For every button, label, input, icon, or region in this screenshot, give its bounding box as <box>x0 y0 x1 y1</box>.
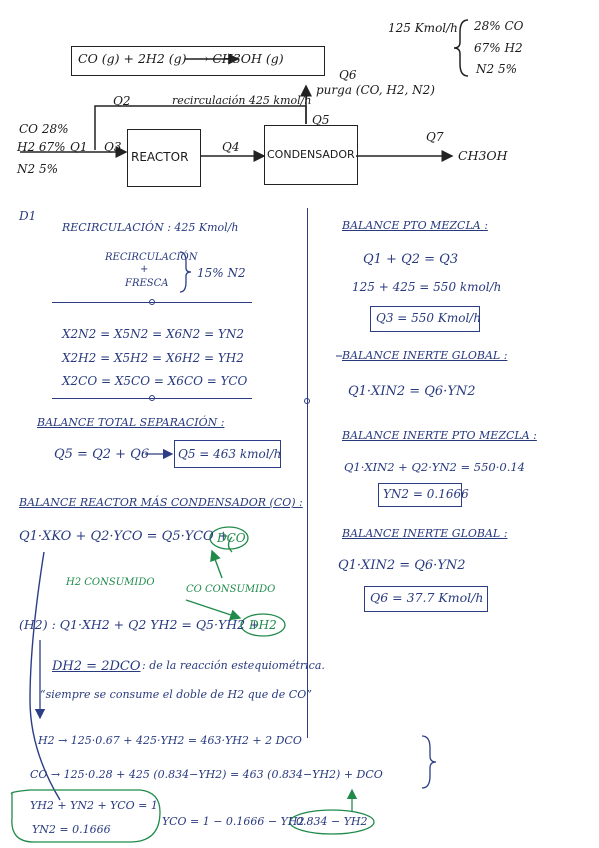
dco-term: DCO <box>217 531 246 545</box>
reactor-label: REACTOR <box>131 150 189 164</box>
stream-q4: Q4 <box>222 140 240 154</box>
dh2-term: DH2 <box>249 618 277 632</box>
h2-balance-eq: (H2) : Q1·XH2 + Q2 YH2 = Q5·YH2 + <box>19 617 260 632</box>
eq-yco: X2CO = X5CO = X6CO = YCO <box>62 374 248 388</box>
feed-n2-label: N2 5% <box>17 162 58 176</box>
column-divider <box>307 208 308 738</box>
q6-result: Q6 = 37.7 Kmol/h <box>370 590 484 605</box>
sys-sum: YH2 + YN2 + YCO = 1 <box>30 799 158 812</box>
h2-substituted: H2 → 125·0.67 + 425·YH2 = 463·YH2 + 2 DC… <box>38 734 302 747</box>
condenser-label: CONDENSADOR <box>267 148 355 161</box>
dh2-relation: DH2 = 2DCO <box>52 659 141 674</box>
mix-result: 15% N2 <box>197 266 246 280</box>
yco-result: 0.834 − YH2 <box>296 815 368 828</box>
eq-yh2: X2H2 = X5H2 = X6H2 = YH2 <box>62 351 244 365</box>
yn2-result: YN2 = 0.1666 <box>383 487 469 501</box>
inert-mix-eq: Q1·XIN2 + Q2·YN2 = 550·0.14 <box>344 460 525 474</box>
feed-flow: 125 Kmol/h <box>388 21 458 35</box>
inert-global2-eq: Q1·XIN2 = Q6·YN2 <box>338 558 466 573</box>
co-substituted: CO → 125·0.28 + 425 (0.834−YH2) = 463 (0… <box>30 768 383 781</box>
q6-result-box <box>364 586 488 612</box>
feed-h2: 67% H2 <box>474 41 523 55</box>
sep-result-box <box>174 440 281 468</box>
q3-result-box <box>370 306 480 332</box>
reaction-box <box>71 46 325 76</box>
divider-2 <box>52 398 252 399</box>
q3-result: Q3 = 550 Kmol/h <box>376 311 482 325</box>
reactor-balance-title: BALANCE REACTOR MÁS CONDENSADOR (CO) : <box>19 496 303 509</box>
mix-fresh: FRESCA <box>125 278 169 289</box>
stoich-quote: “siempre se consume el doble de H2 que d… <box>40 688 312 701</box>
product-label: CH3OH <box>458 148 508 163</box>
condenser-unit <box>264 125 358 185</box>
sep-result: Q5 = 463 kmol/h <box>178 447 282 461</box>
co-balance-eq: Q1·XKO + Q2·YCO = Q5·YCO + <box>19 529 229 544</box>
section-d1: D1 <box>19 209 37 223</box>
mix-balance-sub: 125 + 425 = 550 kmol/h <box>352 280 502 294</box>
stoich-note: : de la reacción estequiométrica. <box>142 659 325 672</box>
mix-balance-eq: Q1 + Q2 = Q3 <box>363 252 459 267</box>
mix-plus: + <box>140 264 149 275</box>
stream-q6: Q6 <box>339 68 357 82</box>
stream-q2: Q2 <box>113 94 131 108</box>
recycle-label: recirculación 425 kmol/h <box>172 94 312 107</box>
inert-global2-title: BALANCE INERTE GLOBAL : <box>342 527 508 540</box>
recirc-note: RECIRCULACIÓN : 425 Kmol/h <box>62 221 239 234</box>
inert-global-title: BALANCE INERTE GLOBAL : <box>342 349 508 362</box>
mix-balance-title: BALANCE PTO MEZCLA : <box>342 219 488 232</box>
co-consumed-label: CO CONSUMIDO <box>186 584 276 595</box>
h2-consumed-label: H2 CONSUMIDO <box>66 577 155 588</box>
sys-yn2: YN2 = 0.1666 <box>32 823 111 836</box>
inert-mix-title: BALANCE INERTE PTO MEZCLA : <box>342 429 537 442</box>
inert-global-eq: Q1·XIN2 = Q6·YN2 <box>348 384 476 399</box>
feed-co-label: CO 28% <box>19 122 69 136</box>
yn2-result-box <box>378 483 462 507</box>
reaction-equation: CO (g) + 2H2 (g) ⟶ CH3OH (g) <box>78 51 284 66</box>
reactor-unit <box>127 129 201 187</box>
feed-h2-label: H2 67% <box>17 140 66 154</box>
stream-q5: Q5 <box>312 113 330 127</box>
purge-label: purga (CO, H2, N2) <box>316 83 435 97</box>
feed-co: 28% CO <box>474 19 524 33</box>
divider-1 <box>52 302 252 303</box>
stream-q1: Q1 <box>70 140 88 154</box>
mix-recirc: RECIRCULACIÓN <box>105 252 198 263</box>
eq-yn2: X2N2 = X5N2 = X6N2 = YN2 <box>62 327 245 341</box>
sep-title: BALANCE TOTAL SEPARACIÓN : <box>37 416 225 429</box>
feed-n2: N2 5% <box>476 62 517 76</box>
sep-equation: Q5 = Q2 + Q6 <box>54 447 150 462</box>
stream-q7: Q7 <box>426 130 444 144</box>
yco-expression: YCO = 1 − 0.1666 − YH2 <box>162 815 305 828</box>
stream-q3: Q3 <box>104 140 122 154</box>
